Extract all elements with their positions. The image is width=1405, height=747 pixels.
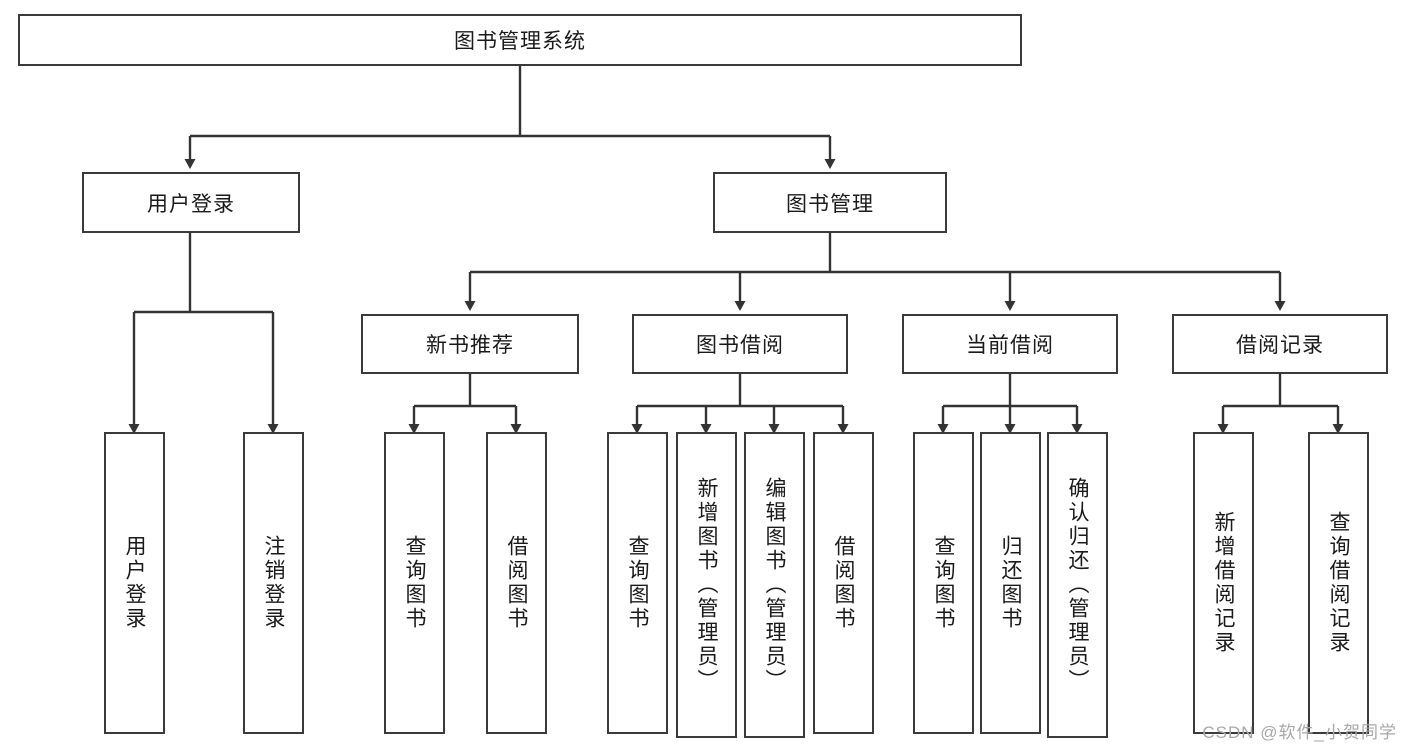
node-book-management[interactable]: 图书管理 xyxy=(713,172,947,233)
node-book-borrow[interactable]: 图书借阅 xyxy=(632,314,848,374)
leaf-current-query-book[interactable]: 查询图书 xyxy=(913,432,974,734)
node-user-login[interactable]: 用户登录 xyxy=(82,172,300,233)
leaf-borrow-add-book-admin[interactable]: 新增图书（管理员） xyxy=(676,432,737,738)
leaf-record-query-borrow-record[interactable]: 查询借阅记录 xyxy=(1308,432,1369,734)
leaf-recommend-borrow-book[interactable]: 借阅图书 xyxy=(486,432,547,734)
watermark-text: CSDN @软件_小贺同学 xyxy=(1202,723,1397,742)
leaf-borrow-edit-book-admin[interactable]: 编辑图书（管理员） xyxy=(744,432,805,738)
node-current-borrow[interactable]: 当前借阅 xyxy=(902,314,1118,374)
leaf-current-confirm-return-admin[interactable]: 确认归还（管理员） xyxy=(1047,432,1108,738)
node-borrow-record[interactable]: 借阅记录 xyxy=(1172,314,1388,374)
leaf-borrow-borrow-book[interactable]: 借阅图书 xyxy=(813,432,874,734)
node-new-book-recommend[interactable]: 新书推荐 xyxy=(361,314,579,374)
leaf-user-login-login[interactable]: 用户登录 xyxy=(104,432,165,734)
leaf-recommend-query-book[interactable]: 查询图书 xyxy=(384,432,445,734)
node-root-system[interactable]: 图书管理系统 xyxy=(18,14,1022,66)
leaf-current-return-book[interactable]: 归还图书 xyxy=(980,432,1041,734)
leaf-user-login-logout[interactable]: 注销登录 xyxy=(243,432,304,734)
leaf-borrow-query-book[interactable]: 查询图书 xyxy=(607,432,668,734)
leaf-record-add-borrow-record[interactable]: 新增借阅记录 xyxy=(1193,432,1254,734)
